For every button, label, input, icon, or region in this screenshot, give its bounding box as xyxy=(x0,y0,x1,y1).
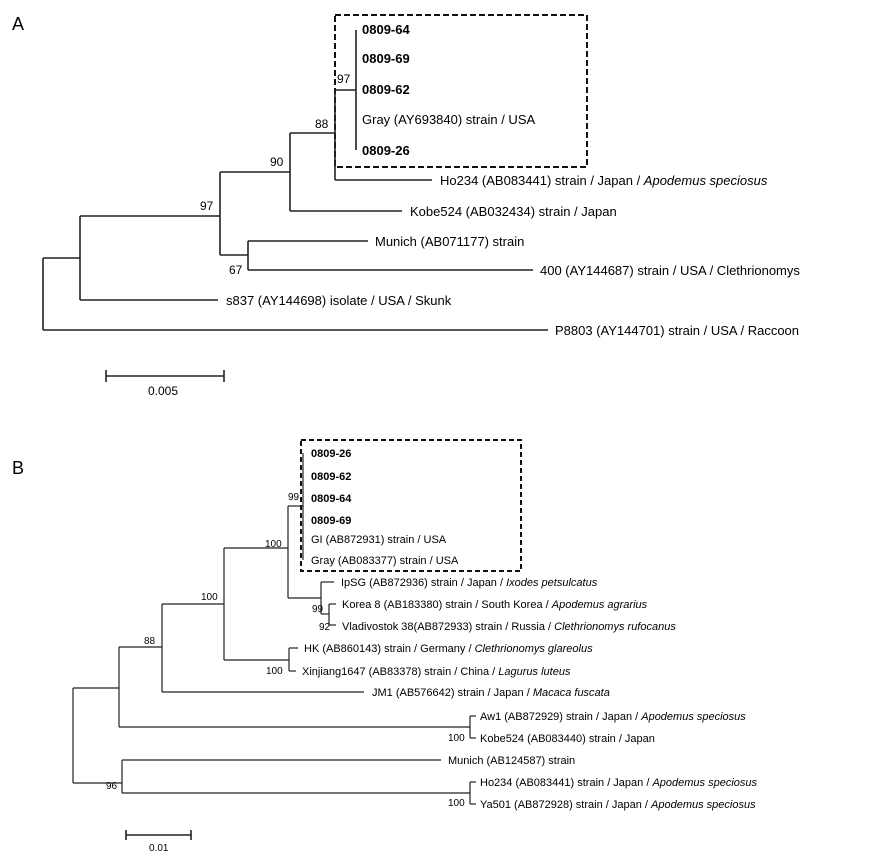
bootstrap-value: 100 xyxy=(448,733,465,744)
leaf-0809-69: 0809-69 xyxy=(362,51,410,66)
bootstrap-value: 90 xyxy=(270,155,284,169)
panel-b-label: B xyxy=(12,458,24,478)
scale-label: 0.005 xyxy=(148,384,178,398)
panel-a-label: A xyxy=(12,14,24,34)
bootstrap-value: 88 xyxy=(144,636,156,647)
bootstrap-value: 97 xyxy=(200,199,214,213)
panel-a-tree xyxy=(42,30,548,331)
bootstrap-value: 92 xyxy=(319,622,331,633)
leaf-0809-26: 0809-26 xyxy=(311,448,351,460)
leaf-0809-64: 0809-64 xyxy=(362,22,410,37)
bootstrap-value: 100 xyxy=(265,539,282,550)
scale-label: 0.01 xyxy=(149,843,169,854)
leaf-hk: HK (AB860143) strain / Germany / Clethri… xyxy=(304,643,593,655)
bootstrap-value: 88 xyxy=(315,117,329,131)
leaf-munich: Munich (AB124587) strain xyxy=(448,755,575,767)
leaf-ho234: Ho234 (AB083441) strain / Japan / Apodem… xyxy=(480,777,758,789)
leaf-ipsg: IpSG (AB872936) strain / Japan / Ixodes … xyxy=(341,577,598,589)
leaf-0809-62: 0809-62 xyxy=(362,82,410,97)
leaf-0809-69: 0809-69 xyxy=(311,515,351,527)
leaf-gi: GI (AB872931) strain / USA xyxy=(311,534,447,546)
leaf-korea8: Korea 8 (AB183380) strain / South Korea … xyxy=(342,599,648,611)
bootstrap-value: 99 xyxy=(312,604,324,615)
leaf-p8803: P8803 (AY144701) strain / USA / Raccoon xyxy=(555,323,799,338)
leaf-0809-62: 0809-62 xyxy=(311,471,351,483)
panel-b: B xyxy=(12,439,758,854)
leaf-s837: s837 (AY144698) isolate / USA / Skunk xyxy=(226,293,452,308)
bootstrap-value: 100 xyxy=(201,592,218,603)
bootstrap-value: 97 xyxy=(337,72,351,86)
bootstrap-value: 100 xyxy=(448,798,465,809)
bootstrap-value: 67 xyxy=(229,263,243,277)
bootstrap-value: 99 xyxy=(288,492,300,503)
leaf-aw1: Aw1 (AB872929) strain / Japan / Apodemus… xyxy=(480,711,746,723)
panel-b-tree xyxy=(72,453,476,805)
leaf-gray: Gray (AY693840) strain / USA xyxy=(362,112,535,127)
leaf-ho234: Ho234 (AB083441) strain / Japan / Apodem… xyxy=(440,173,768,188)
panel-b-scale-bar: 0.01 xyxy=(125,830,192,854)
bootstrap-value: 96 xyxy=(106,781,118,792)
panel-a-scale-bar: 0.005 xyxy=(105,370,225,398)
leaf-0809-64: 0809-64 xyxy=(311,493,352,505)
panel-a: A xyxy=(12,14,800,398)
leaf-kobe524: Kobe524 (AB032434) strain / Japan xyxy=(410,204,617,219)
bootstrap-value: 100 xyxy=(266,666,283,677)
leaf-jm1: JM1 (AB576642) strain / Japan / Macaca f… xyxy=(372,687,610,699)
leaf-ya501: Ya501 (AB872928) strain / Japan / Apodem… xyxy=(480,799,756,811)
leaf-400: 400 (AY144687) strain / USA / Clethriono… xyxy=(540,263,800,278)
leaf-0809-26: 0809-26 xyxy=(362,143,410,158)
leaf-gray: Gray (AB083377) strain / USA xyxy=(311,555,459,567)
leaf-vladivostok38: Vladivostok 38(AB872933) strain / Russia… xyxy=(342,621,676,633)
leaf-xinjiang1647: Xinjiang1647 (AB83378) strain / China / … xyxy=(302,666,571,678)
leaf-munich: Munich (AB071177) strain xyxy=(375,234,524,249)
leaf-kobe524: Kobe524 (AB083440) strain / Japan xyxy=(480,733,655,745)
